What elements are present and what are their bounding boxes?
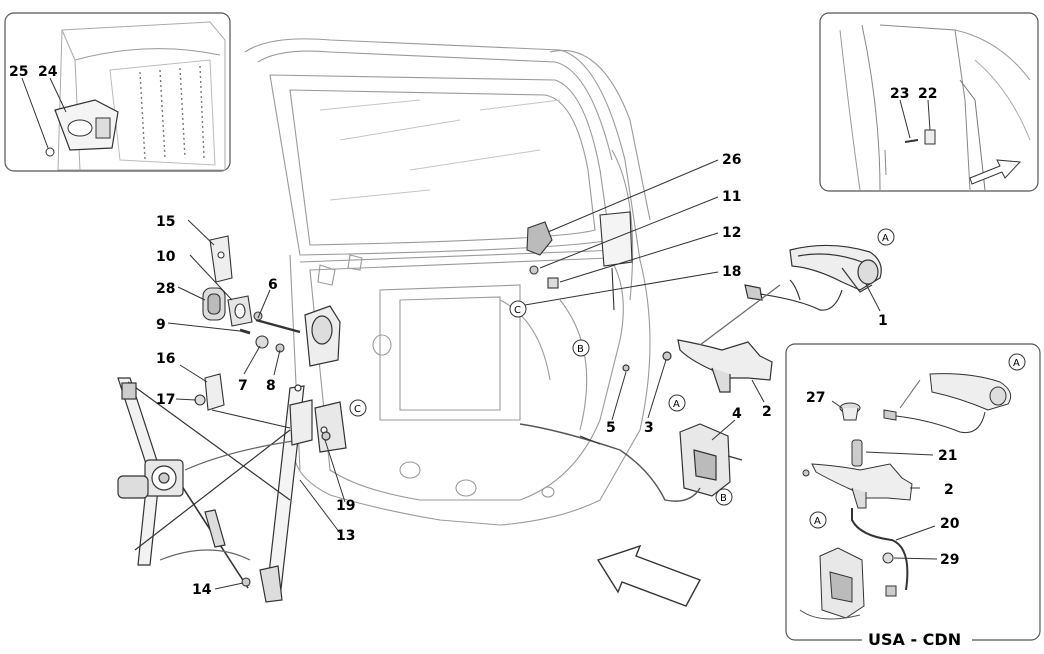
window-regulator <box>117 377 313 603</box>
part-label-24: 24 <box>38 64 58 80</box>
part-label-25: 25 <box>9 64 28 80</box>
ref-letter-c: C <box>514 305 521 316</box>
inset-usa-cdn <box>785 343 1041 650</box>
part-label-10: 10 <box>156 249 176 265</box>
glass-reflection <box>319 99 561 201</box>
hardware-left <box>194 235 301 587</box>
inset-top-right: 23 22 <box>819 12 1039 192</box>
part-label-2-inset: 2 <box>944 482 954 498</box>
part-label-2: 2 <box>762 404 772 420</box>
ref-letter-b: B <box>720 493 727 504</box>
part-label-7: 7 <box>238 378 248 394</box>
part-label-16: 16 <box>156 351 175 367</box>
part-label-11: 11 <box>722 189 741 205</box>
part-label-15: 15 <box>156 214 175 230</box>
central-mechanism <box>304 305 347 453</box>
door-lock <box>519 364 743 502</box>
inner-handle <box>662 284 781 393</box>
part-label-13: 13 <box>336 528 355 544</box>
inset-title: USA - CDN <box>868 630 961 649</box>
part-label-28: 28 <box>156 281 175 297</box>
part-label-4: 4 <box>732 406 742 422</box>
arrow-icon <box>969 159 1022 185</box>
door-panel <box>244 38 651 526</box>
inset-top-left: 25 24 <box>4 12 231 172</box>
part-numbers: 15 10 28 9 6 7 8 16 17 14 13 19 26 11 12… <box>156 152 961 649</box>
part-label-27: 27 <box>806 390 825 406</box>
part-label-6: 6 <box>268 277 278 293</box>
part-label-19: 19 <box>336 498 355 514</box>
ref-letter-a: A <box>1013 358 1020 369</box>
part-label-29: 29 <box>940 552 959 568</box>
part-label-9: 9 <box>156 317 166 333</box>
part-label-14: 14 <box>192 582 212 598</box>
ref-letter-a: A <box>882 233 889 244</box>
reference-markers: A A A A B B C C <box>349 228 1026 529</box>
arrow-icon <box>596 544 701 607</box>
part-label-1: 1 <box>878 313 888 329</box>
part-label-3: 3 <box>644 420 654 436</box>
upper-right-parts <box>514 211 633 312</box>
outer-handle <box>744 244 882 311</box>
ref-letter-b: B <box>577 344 584 355</box>
part-label-22: 22 <box>918 86 937 102</box>
part-label-23: 23 <box>890 86 909 102</box>
part-label-18: 18 <box>722 264 741 280</box>
part-label-8: 8 <box>266 378 276 394</box>
part-label-26: 26 <box>722 152 741 168</box>
ref-letter-c: C <box>354 404 361 415</box>
part-label-21: 21 <box>938 448 957 464</box>
leader-lines <box>167 159 938 590</box>
part-label-12: 12 <box>722 225 741 241</box>
ref-letter-a: A <box>673 399 680 410</box>
part-label-20: 20 <box>940 516 960 532</box>
part-label-17: 17 <box>156 392 175 408</box>
ref-letter-a: A <box>814 516 821 527</box>
part-label-5: 5 <box>606 420 616 436</box>
